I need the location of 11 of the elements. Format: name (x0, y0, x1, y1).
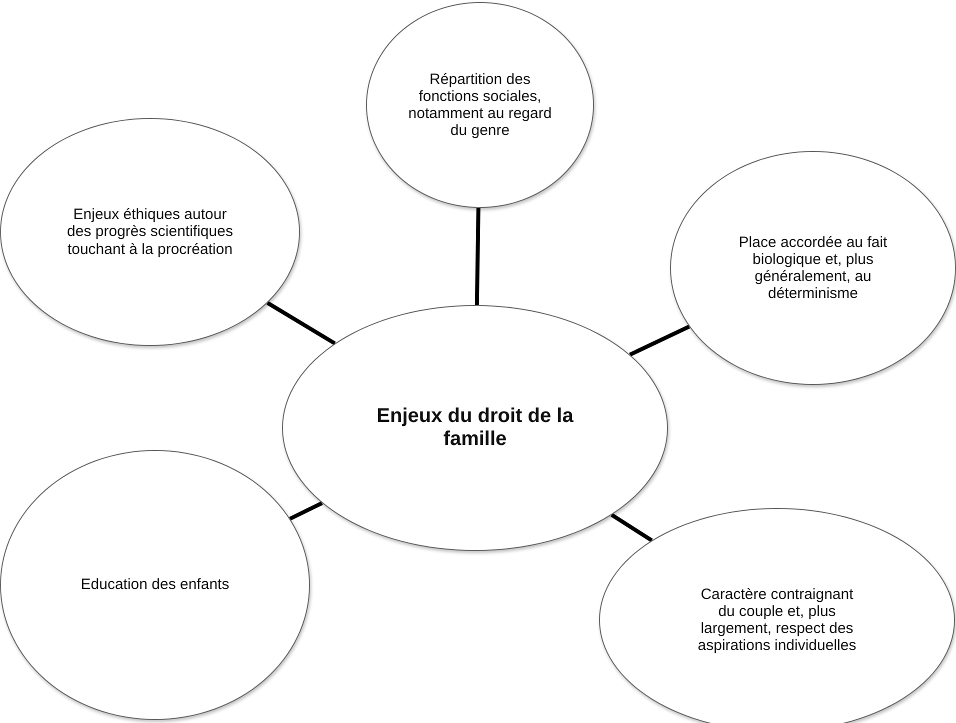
connector-line (266, 301, 336, 346)
connector-line (474, 208, 480, 306)
topic-text: Enjeux éthiques autour des progrès scientifiques touchant à la procréation (66, 206, 234, 258)
connector-line (610, 513, 653, 542)
topic-text: Caractère contraignant du couple et, plus largement, respect des aspirations individuelles (696, 586, 858, 654)
connector-line (629, 324, 690, 356)
topic-text: Place accordée au fait biologique et, plus généralement, au déterminisme (738, 234, 888, 302)
topic-text: Répartition des fonctions sociales, notamment au regard du genre (407, 70, 553, 140)
connector-line (289, 501, 323, 521)
topic-text: Education des enfants (80, 576, 230, 594)
central-topic-text: Enjeux du droit de la famille (376, 405, 574, 451)
